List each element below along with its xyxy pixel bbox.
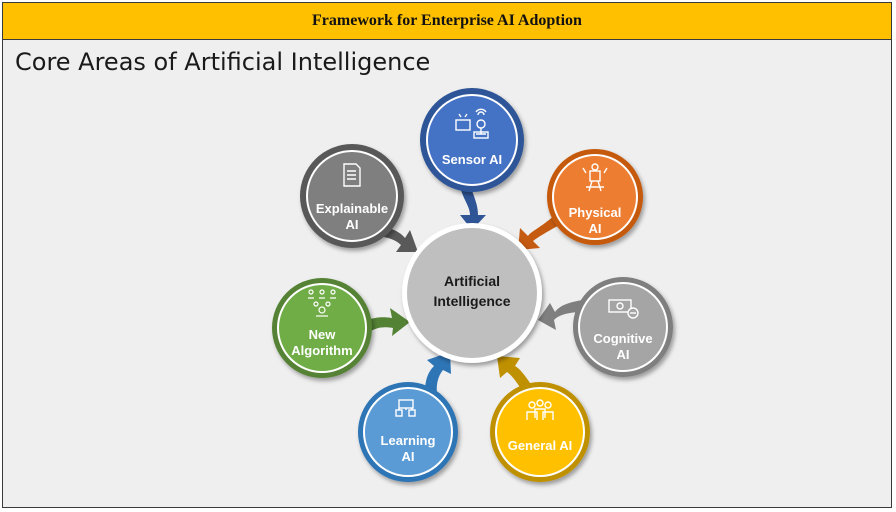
document-icon — [343, 163, 361, 187]
learning-arrow — [425, 352, 451, 395]
node-general-ai: General AI — [490, 382, 590, 482]
cognitive-label-line-1: Cognitive — [593, 331, 652, 346]
cognitive-arrow — [538, 300, 585, 330]
learning-label-line-1: Learning — [381, 433, 436, 448]
node-explainable-ai: Explainable AI — [300, 144, 404, 248]
physical-label-line-1: Physical — [569, 205, 622, 220]
group-icon — [526, 399, 554, 420]
new-algorithm-label-line-1: New — [309, 327, 337, 342]
page-title: Core Areas of Artificial Intelligence — [15, 48, 431, 76]
center-label-line-1: Artificial — [444, 273, 500, 289]
new-algorithm-label-line-2: Algorithm — [291, 343, 352, 358]
money-icon — [608, 299, 639, 319]
network-icon — [395, 399, 416, 417]
header-title: Framework for Enterprise AI Adoption — [3, 3, 891, 40]
node-sensor-ai: Sensor AI — [420, 88, 524, 192]
explainable-label-line-1: Explainable — [316, 201, 388, 216]
node-physical-ai: Physical AI — [547, 149, 643, 245]
node-new-algorithm: New Algorithm — [272, 278, 372, 378]
new-algorithm-arrow — [362, 308, 410, 336]
sensor-icon — [455, 108, 489, 139]
robot-icon — [582, 163, 608, 192]
center-node: Artificial Intelligence — [402, 223, 542, 363]
node-cognitive-ai: Cognitive AI — [573, 277, 673, 377]
learning-label-line-2: AI — [402, 449, 415, 464]
sensor-label-line-1: Sensor AI — [442, 152, 502, 167]
general-label-line-1: General AI — [508, 438, 573, 453]
center-label-line-2: Intelligence — [433, 293, 510, 309]
people-icon — [308, 289, 336, 317]
node-learning-ai: Learning AI — [358, 382, 458, 482]
cognitive-label-line-2: AI — [617, 347, 630, 362]
physical-arrow — [518, 215, 565, 250]
explainable-label-line-2: AI — [346, 217, 359, 232]
physical-label-line-2: AI — [589, 221, 602, 236]
